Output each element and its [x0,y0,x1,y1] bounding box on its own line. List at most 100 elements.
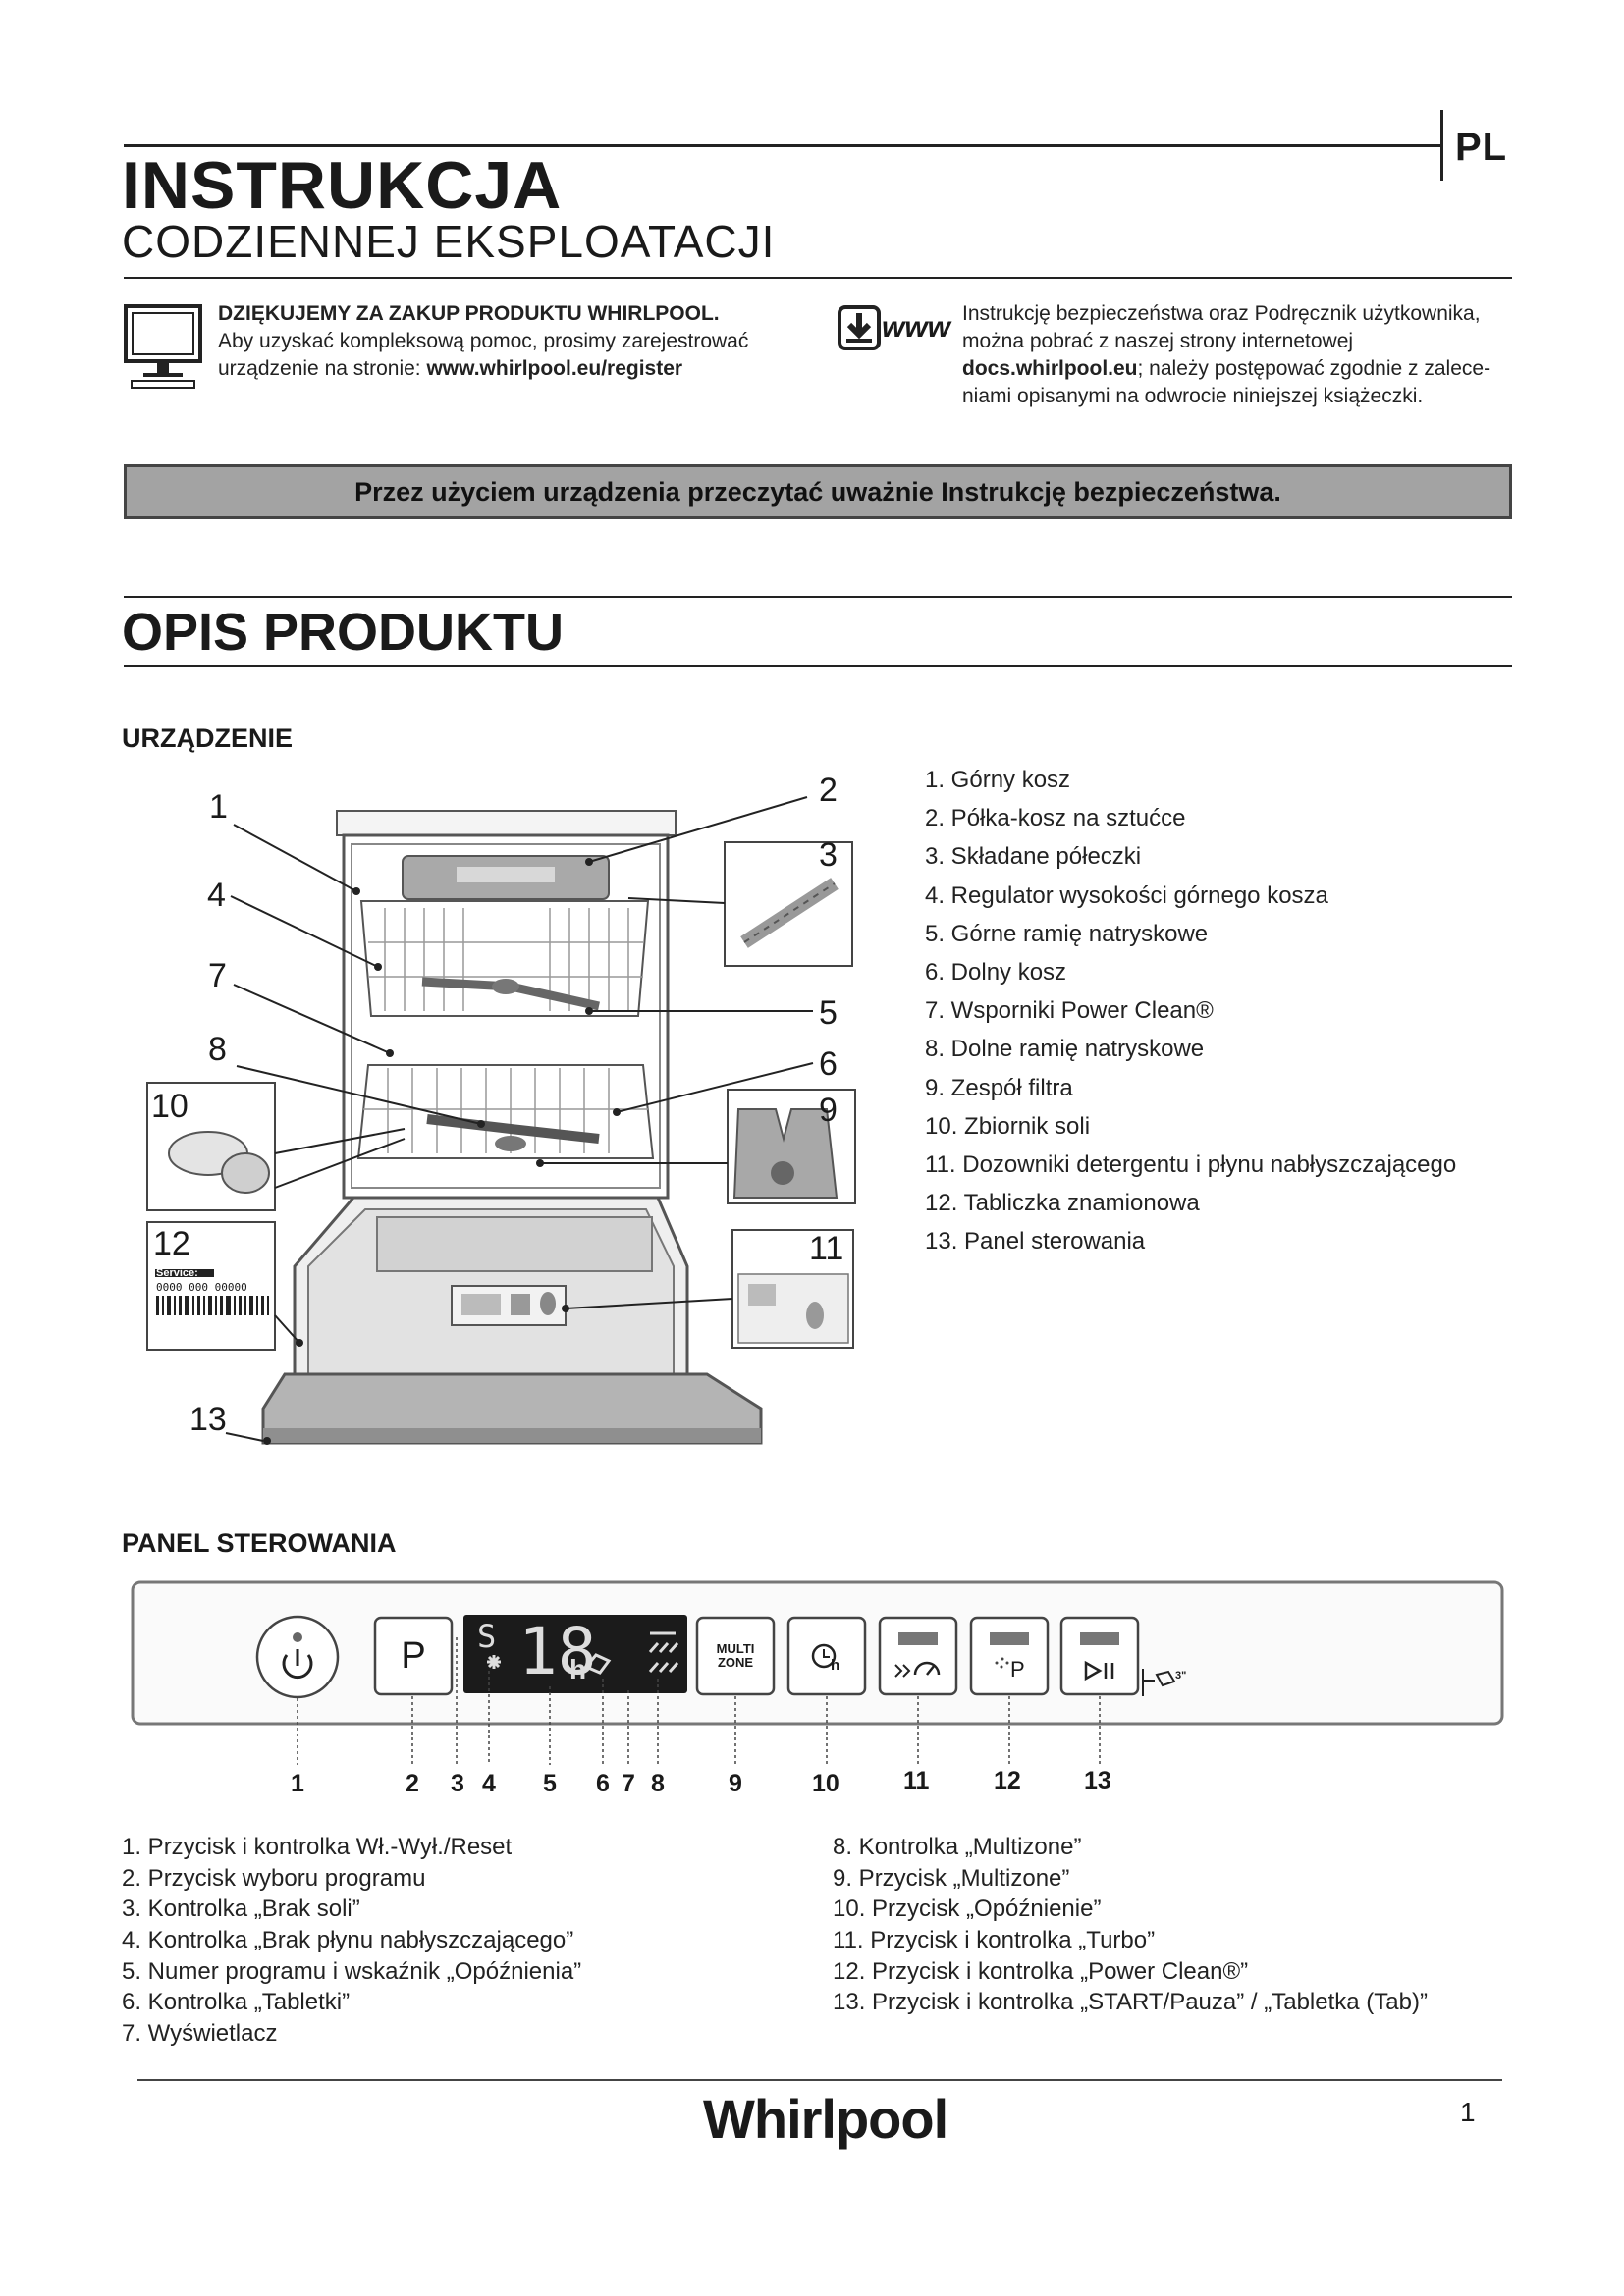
header-bottom-rule [124,277,1512,279]
device-components-list: 1. Górny kosz 2. Półka-kosz na sztućce 3… [925,761,1456,1260]
document-title: INSTRUKCJA [122,148,563,223]
panel-num-6: 6 [596,1770,610,1797]
panel-num-5: 5 [543,1770,557,1797]
panel-item: 11. Przycisk i kontrolka „Turbo” [833,1927,1156,1954]
www-label: www [882,311,951,344]
panel-num-9: 9 [729,1770,742,1797]
multizone-button[interactable]: MULTI ZONE [697,1618,774,1694]
header-lang-divider [1440,110,1443,181]
program-button[interactable]: P [375,1618,452,1694]
panel-num-7: 7 [622,1770,635,1797]
panel-item: 9. Przycisk „Multizone” [833,1864,1070,1892]
callout-10: 10 [151,1088,189,1125]
delay-button[interactable] [788,1618,865,1694]
panel-item: 12. Przycisk i kontrolka „Power Clean®” [833,1957,1249,1985]
download-line-2: można pobrać z naszej strony internetowe… [962,330,1354,352]
panel-heading: PANEL STEROWANIA [122,1528,397,1558]
registration-url[interactable]: www.whirlpool.eu/register [426,357,683,380]
component-item: 8. Dolne ramię natryskowe [925,1036,1205,1063]
section-title: OPIS PRODUKTU [122,603,565,662]
panel-item: 3. Kontrolka „Brak soli” [122,1896,360,1923]
dishwasher-diagram [146,796,856,1445]
panel-item: 2. Przycisk wyboru programu [122,1864,426,1892]
download-line-4: niami opisanymi na odwrocie niniejszej k… [962,385,1424,407]
panel-num-11: 11 [903,1767,930,1794]
multizone-label-2: ZONE [717,1655,754,1670]
callout-8: 8 [208,1031,227,1068]
service-number: 0000 000 00000 [156,1281,247,1294]
component-item: 4. Regulator wysokości górnego kosza [925,881,1328,909]
power-button[interactable] [257,1617,338,1697]
start-pause-button[interactable] [1061,1618,1138,1694]
callout-6: 6 [819,1045,838,1083]
panel-num-8: 8 [651,1770,665,1797]
callout-9: 9 [819,1092,838,1129]
component-item: 7. Wsporniki Power Clean® [925,997,1214,1025]
registration-line-2: urządzenie na stronie: www.whirlpool.eu/… [218,355,807,383]
download-line-3-suffix: ; należy postępować zgodnie z zalece- [1137,357,1491,380]
registration-heading: DZIĘKUJEMY ZA ZAKUP PRODUKTU WHIRLPOOL. [218,302,720,325]
component-item: 11. Dozowniki detergentu i płynu nabłysz… [925,1150,1457,1178]
multizone-label-1: MULTI [716,1641,755,1656]
panel-items-left: 1. Przycisk i kontrolka Wł.-Wył./Reset 2… [122,1832,581,2050]
panel-item: 6. Kontrolka „Tabletki” [122,1989,351,2016]
device-heading: URZĄDZENIE [122,723,293,753]
component-item: 10. Zbiornik soli [925,1112,1091,1140]
callout-5: 5 [819,994,838,1032]
turbo-button[interactable] [880,1618,956,1694]
component-item: 9. Zespół filtra [925,1074,1073,1101]
panel-num-10: 10 [812,1770,839,1797]
panel-num-4: 4 [482,1770,496,1797]
download-icon [838,305,881,350]
panel-num-1: 1 [291,1770,304,1797]
control-panel-diagram [131,1580,1504,1765]
panel-item: 1. Przycisk i kontrolka Wł.-Wył./Reset [122,1834,513,1860]
whirlpool-logo: Whirlpool [703,2088,948,2150]
page-number: 1 [1460,2097,1476,2127]
callout-7: 7 [208,957,227,994]
panel-num-12: 12 [994,1767,1021,1794]
program-number-display: 18 [518,1614,597,1689]
component-item: 2. Półka-kosz na sztućce [925,805,1186,832]
document-subtitle: CODZIENNEJ EKSPLOATACJI [122,216,776,267]
computer-monitor-icon [124,304,202,389]
panel-items-right: 8. Kontrolka „Multizone” 9. Przycisk „Mu… [833,1832,1428,2018]
component-item: 5. Górne ramię natryskowe [925,920,1209,947]
service-label: Service: [156,1267,198,1279]
panel-item: 13. Przycisk i kontrolka „START/Pauza” /… [833,1989,1428,2016]
tab-3s-label: 3" [1175,1670,1187,1682]
download-line-3: docs.whirlpool.eu; należy postępować zgo… [962,355,1532,383]
callout-11: 11 [809,1230,844,1267]
delay-hour-indicator: h [569,1654,587,1684]
header-top-rule [124,144,1443,147]
panel-item: 4. Kontrolka „Brak płynu nabłyszczająceg… [122,1927,574,1954]
panel-item: 7. Wyświetlacz [122,2020,278,2048]
panel-item: 10. Przycisk „Opóźnienie” [833,1896,1102,1923]
registration-info: DZIĘKUJEMY ZA ZAKUP PRODUKTU WHIRLPOOL. … [218,300,807,383]
registration-line-1: Aby uzyskać kompleksową pomoc, prosimy z… [218,330,749,352]
callout-1: 1 [209,788,228,826]
panel-num-13: 13 [1084,1767,1111,1794]
power-clean-button[interactable] [971,1618,1048,1694]
component-item: 3. Składane półeczki [925,843,1142,871]
callout-13: 13 [189,1401,227,1438]
footer-rule [137,2079,1502,2081]
safety-warning-banner: Przez użyciem urządzenia przeczytać uważ… [124,464,1512,519]
component-item: 12. Tabliczka znamionowa [925,1190,1200,1217]
panel-num-2: 2 [406,1770,419,1797]
callout-3: 3 [819,836,838,874]
docs-url[interactable]: docs.whirlpool.eu [962,357,1138,380]
delay-h-glyph: h [831,1657,840,1674]
download-info: Instrukcję bezpieczeństwa oraz Podręczni… [962,300,1532,410]
panel-num-3: 3 [451,1770,464,1797]
panel-item: 8. Kontrolka „Multizone” [833,1834,1082,1860]
language-code: PL [1455,126,1508,169]
section-top-rule [124,596,1512,598]
salt-indicator: S [477,1618,497,1655]
component-item: 13. Panel sterowania [925,1228,1146,1255]
power-clean-p-glyph: P [1010,1657,1025,1682]
callout-12: 12 [153,1225,190,1262]
component-item: 1. Górny kosz [925,767,1071,793]
section-bottom-rule [124,665,1512,667]
callout-2: 2 [819,772,838,809]
